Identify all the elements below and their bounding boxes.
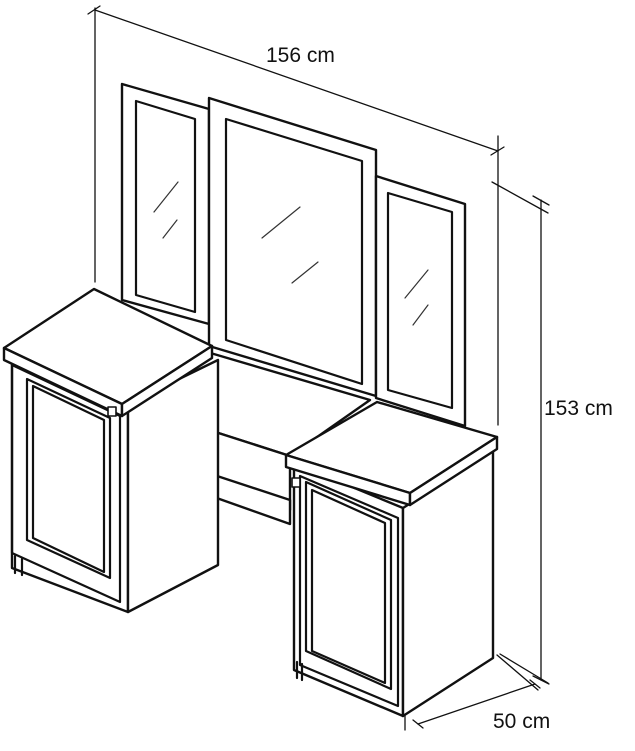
right-door-knob bbox=[291, 477, 301, 488]
center-mirror bbox=[207, 96, 378, 398]
width-dimension bbox=[87, 5, 505, 426]
height-label: 153 cm bbox=[544, 397, 613, 420]
left-mirror bbox=[120, 82, 211, 326]
left-cabinet bbox=[2, 287, 220, 614]
right-mirror bbox=[374, 174, 467, 428]
right-cabinet bbox=[284, 400, 499, 718]
width-label: 156 cm bbox=[266, 44, 335, 67]
height-dimension bbox=[491, 181, 550, 685]
depth-label: 50 cm bbox=[493, 710, 551, 733]
left-door-knob bbox=[107, 406, 117, 417]
